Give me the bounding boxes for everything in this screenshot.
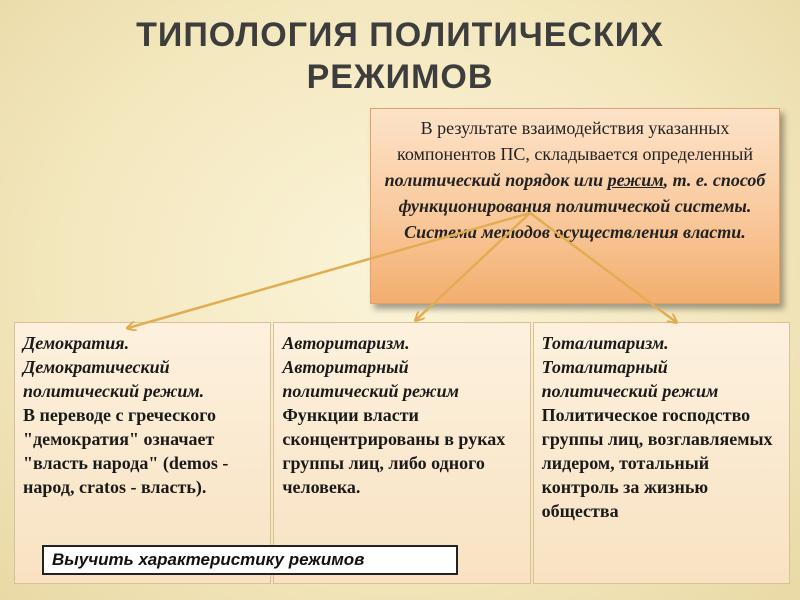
- regime-subname: Авторитарный политический режим: [282, 357, 460, 401]
- slide-title: ТИПОЛОГИЯ ПОЛИТИЧЕСКИХ РЕЖИМОВ: [0, 14, 800, 98]
- regime-description: Функции власти сконцентрированы в руках …: [282, 405, 506, 497]
- regime-name: Тоталитаризм.: [541, 333, 669, 353]
- regime-subname: Демократический политический режим.: [23, 357, 205, 401]
- regime-subname: Тоталитарный политический режим: [541, 357, 719, 401]
- regime-name: Авторитаризм.: [282, 333, 410, 353]
- regime-column-authoritarianism: Авторитаризм. Авторитарный политический …: [273, 322, 531, 584]
- callout-term-order: политический порядок: [384, 170, 570, 190]
- regime-description: В переводе с греческого "демократия" озн…: [23, 405, 229, 497]
- callout-or-word: или: [573, 170, 604, 190]
- callout-term-regime: режим: [607, 170, 664, 190]
- slide-title-line-1: ТИПОЛОГИЯ ПОЛИТИЧЕСКИХ: [136, 16, 664, 54]
- regime-name: Демократия.: [23, 333, 130, 353]
- definition-callout: В результате взаимодействия указанных ко…: [370, 108, 780, 304]
- regime-column-totalitarianism: Тоталитаризм. Тоталитарный политический …: [532, 322, 790, 584]
- study-note-box: Выучить характеристику режимов: [42, 545, 458, 575]
- callout-intro-text: В результате взаимодействия указанных ко…: [397, 118, 753, 164]
- slide-title-line-2: РЕЖИМОВ: [306, 58, 494, 96]
- regime-columns: Демократия. Демократический политический…: [14, 322, 790, 584]
- regime-description: Политическое господство группы лиц, возг…: [541, 405, 773, 521]
- regime-column-democracy: Демократия. Демократический политический…: [14, 322, 272, 584]
